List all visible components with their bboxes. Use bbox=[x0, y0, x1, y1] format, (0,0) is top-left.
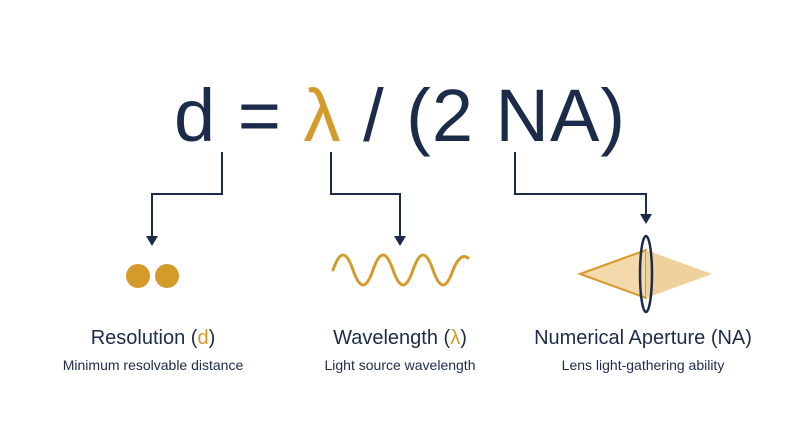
wavelength-label: Wavelength (λ) Light source wavelength bbox=[300, 326, 500, 374]
wavelength-subtitle: Light source wavelength bbox=[324, 357, 476, 373]
arrow-aperture bbox=[514, 152, 647, 216]
wavelength-title: Wavelength (λ) bbox=[333, 327, 467, 349]
formula-lambda: λ bbox=[303, 74, 342, 157]
arrow-wavelength bbox=[330, 152, 401, 238]
aperture-title: Numerical Aperture (NA) bbox=[534, 327, 752, 349]
arrow-resolution bbox=[151, 152, 223, 238]
sine-wave-icon bbox=[331, 253, 470, 287]
formula: d = λ / (2 NA) bbox=[0, 72, 800, 160]
resolution-subtitle: Minimum resolvable distance bbox=[62, 357, 244, 373]
formula-d: d bbox=[174, 74, 217, 157]
resolution-label: Resolution (d) Minimum resolvable distan… bbox=[53, 326, 253, 374]
formula-rest: / (2 NA) bbox=[363, 74, 626, 157]
lens-cone-icon bbox=[577, 234, 712, 314]
two-dots-icon bbox=[126, 264, 179, 288]
arrowhead-wavelength bbox=[394, 236, 406, 246]
formula-equals: = bbox=[237, 74, 282, 157]
aperture-subtitle: Lens light-gathering ability bbox=[561, 357, 725, 373]
resolution-title: Resolution (d) bbox=[90, 327, 216, 349]
arrowhead-aperture bbox=[640, 214, 652, 224]
aperture-label: Numerical Aperture (NA) Lens light-gathe… bbox=[520, 326, 766, 374]
arrowhead-resolution bbox=[146, 236, 158, 246]
